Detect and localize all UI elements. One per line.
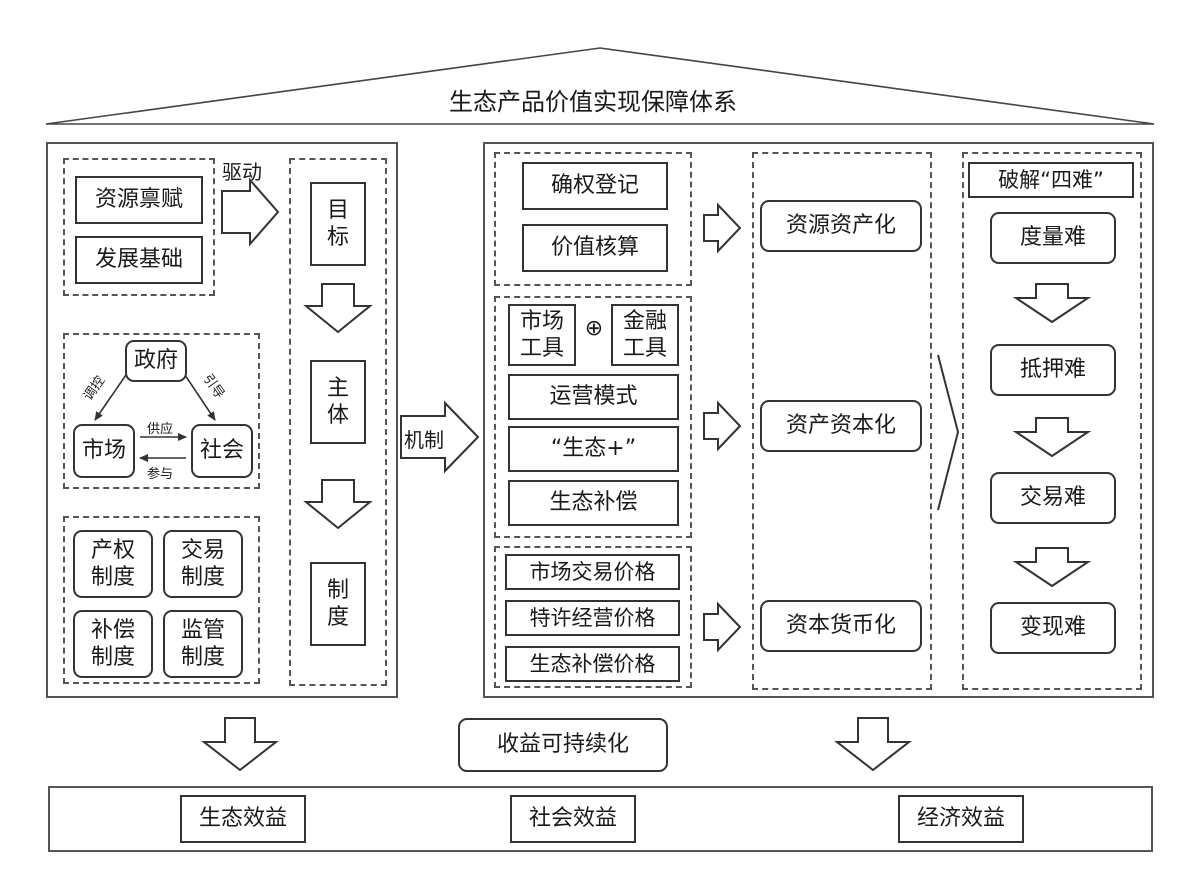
down-arrow-2 [303, 479, 373, 530]
framework-column [289, 158, 387, 686]
operation-mode: 运营模式 [508, 374, 679, 420]
page-title: 生态产品价值实现保障体系 [449, 88, 737, 116]
compensation-price: 生态补偿价格 [505, 646, 680, 682]
drive-arrow [221, 177, 280, 247]
plus-icon: ⊕ [584, 316, 604, 341]
foundation-resource: 资源禀赋 [75, 176, 203, 224]
mechanism-arrow [400, 400, 480, 474]
diff-arrow-3 [1012, 547, 1092, 588]
benefit-social: 社会效益 [510, 795, 636, 843]
bottom-arrow-left [201, 717, 279, 772]
right-group-3 [494, 546, 692, 688]
market-tools-line1: 市场 [519, 308, 564, 334]
finance-tools-line1: 金融 [622, 308, 667, 334]
difficulty-measure: 度量难 [990, 212, 1116, 264]
value-accounting: 价值核算 [522, 224, 668, 272]
benefits-bar [48, 786, 1153, 852]
stages-column [752, 152, 932, 690]
finance-tools: 金融 工具 [611, 304, 679, 366]
actor-market: 市场 [73, 424, 135, 478]
right-group-1 [494, 152, 692, 286]
system-trading: 交易 制度 [163, 530, 243, 598]
difficulties-header: 破解“四难” [968, 162, 1134, 198]
guide-arrow [182, 371, 216, 421]
market-trade-price: 市场交易价格 [505, 554, 680, 590]
right-arrow-1 [703, 202, 742, 254]
right-arrow-3 [703, 601, 742, 653]
diff-arrow-2 [1012, 417, 1092, 458]
system-trading-line1: 交易 [180, 537, 225, 563]
system-property-line1: 产权 [90, 537, 135, 563]
actor-society: 社会 [191, 424, 253, 478]
ecology-plus: “生态+” [508, 426, 679, 472]
system-compensation-line2: 制度 [90, 645, 135, 670]
system-property-line2: 制度 [90, 565, 135, 590]
market-tools-line2: 工具 [519, 336, 564, 361]
finance-tools-line2: 工具 [622, 336, 667, 361]
column-goal: 目 标 [310, 182, 366, 266]
column-goal-line2: 标 [326, 225, 349, 250]
column-system-line2: 度 [326, 605, 349, 630]
column-subject-line2: 体 [326, 403, 349, 428]
bottom-arrow-right [834, 717, 912, 772]
difficulty-mortgage: 抵押难 [990, 344, 1116, 396]
column-goal-line1: 目 [326, 197, 349, 223]
foundation-group [63, 158, 215, 296]
column-system: 制 度 [310, 562, 366, 646]
system-trading-line2: 制度 [180, 565, 225, 590]
system-supervision: 监管 制度 [163, 610, 243, 678]
column-system-line1: 制 [326, 577, 349, 603]
right-arrow-2 [703, 400, 742, 452]
mechanism-label: 机制 [404, 428, 444, 452]
diff-arrow-1 [1012, 283, 1092, 324]
down-arrow-1 [303, 283, 373, 334]
foundation-development: 发展基础 [75, 236, 203, 284]
franchise-price: 特许经营价格 [505, 600, 680, 636]
regulate-arrow [94, 371, 129, 421]
left-panel [46, 142, 398, 698]
column-subject: 主 体 [310, 360, 366, 444]
drive-label: 驱动 [222, 160, 262, 184]
column-subject-line1: 主 [326, 375, 349, 401]
actors-group [63, 333, 260, 489]
system-supervision-line1: 监管 [180, 617, 225, 643]
stage-capital-currency: 资本货币化 [760, 600, 922, 652]
system-compensation-line1: 补偿 [90, 617, 135, 643]
right-panel [483, 142, 1154, 698]
sustainable-income: 收益可持续化 [458, 718, 668, 772]
system-property: 产权 制度 [73, 530, 153, 598]
rights-registration: 确权登记 [522, 162, 668, 210]
difficulties-column [962, 152, 1142, 690]
systems-group [63, 516, 260, 684]
participate-label: 参与 [147, 467, 174, 482]
big-chevron [937, 354, 960, 511]
benefit-ecological: 生态效益 [180, 795, 306, 843]
market-tools: 市场 工具 [508, 304, 576, 366]
right-group-2 [494, 296, 692, 538]
system-compensation: 补偿 制度 [73, 610, 153, 678]
system-supervision-line2: 制度 [180, 645, 225, 670]
benefit-economic: 经济效益 [898, 795, 1024, 843]
difficulty-realize: 变现难 [990, 602, 1116, 654]
actor-government: 政府 [125, 340, 187, 382]
supply-label: 供应 [147, 422, 174, 437]
difficulty-trade: 交易难 [990, 472, 1116, 524]
eco-compensation: 生态补偿 [508, 480, 679, 526]
roof-triangle [45, 47, 1155, 125]
stage-asset-capital: 资产资本化 [760, 400, 922, 452]
stage-resource-asset: 资源资产化 [760, 200, 922, 252]
